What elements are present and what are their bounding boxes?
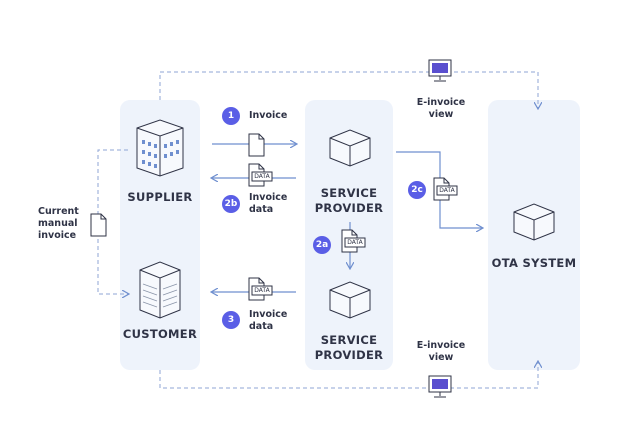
step-badge-1: 1 [222,107,240,125]
invoice-data-2b-label: Invoice data [249,192,287,216]
service-provider-top-label: SERVICE PROVIDER [305,186,393,216]
service-provider-top-line2: PROVIDER [314,201,384,215]
service-provider-bottom-line1: SERVICE [320,333,378,347]
einvoice-view-bottom-line2: view [428,352,454,363]
step-badge-2c: 2c [408,181,426,199]
document-icon-invoice [248,133,265,157]
einvoice-view-top-line1: E-invoice [416,97,466,108]
einvoice-view-bottom-label: E-invoice view [416,340,466,364]
invoice-data-3-line1: Invoice [249,309,288,320]
data-tag-3: DATA [254,287,270,294]
office-building-icon [136,119,184,177]
ota-system-label: OTA SYSTEM [491,256,577,270]
monitor-icon-top [428,59,452,82]
einvoice-view-top-label: E-invoice view [416,97,466,121]
dashed-route-top [159,71,538,108]
monitor-icon-bottom [428,375,452,398]
document-icon-3 [248,277,273,301]
einvoice-view-bottom-line1: E-invoice [416,340,466,351]
customer-label: CUSTOMER [122,327,198,341]
step-badge-2a: 2a [313,236,331,254]
data-tag-2a: DATA [347,239,363,246]
invoice-label: Invoice [249,110,288,121]
document-icon-2c [433,177,458,201]
document-icon-manual [90,213,107,237]
current-manual-invoice-label: Current manual invoice [38,206,79,242]
service-provider-bottom-label: SERVICE PROVIDER [305,333,393,363]
server-icon [139,261,181,319]
einvoice-view-top-line2: view [428,109,454,120]
dashed-route-bottom [159,362,538,389]
data-tag-2c: DATA [439,187,455,194]
document-icon-2a [341,229,366,253]
current-manual-invoice-line3: invoice [38,230,77,241]
box-icon-provider-bottom [329,281,371,319]
invoice-data-2b-line2: data [249,204,274,215]
box-icon-ota [513,203,555,241]
current-manual-invoice-line1: Current [38,206,79,217]
document-icon-2b [248,163,273,187]
box-icon-provider-top [329,129,371,167]
invoice-data-3-line2: data [249,321,274,332]
service-provider-bottom-line2: PROVIDER [314,348,384,362]
invoice-data-3-label: Invoice data [249,309,287,333]
invoice-data-2b-line1: Invoice [249,192,288,203]
current-manual-invoice-line2: manual [38,218,78,229]
step-badge-2b: 2b [222,195,240,213]
step-badge-3: 3 [222,311,240,329]
data-tag-2b: DATA [254,173,270,180]
service-provider-top-line1: SERVICE [320,186,378,200]
supplier-label: SUPPLIER [127,190,193,204]
